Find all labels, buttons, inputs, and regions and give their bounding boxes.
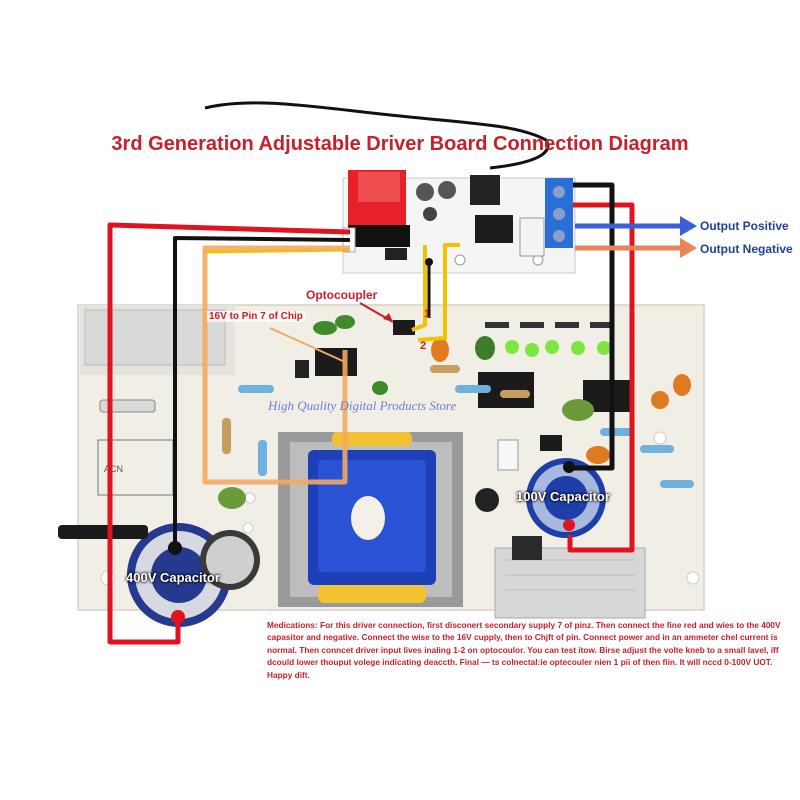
red-wire-400v [107, 222, 351, 645]
instruction-notes: Medications: For this driver connection,… [267, 620, 781, 680]
top-cable [204, 101, 550, 170]
output-negative-label: Output Negative [700, 242, 793, 256]
pin-2-label: 2 [420, 340, 427, 352]
orange-16v-wire [202, 245, 350, 485]
pin-1-label: 1 [424, 308, 431, 320]
watermark-text: High Quality Digital Products Store [268, 398, 457, 413]
diagram-title: 3rd Generation Adjustable Driver Board C… [111, 133, 689, 155]
wiring [107, 182, 635, 645]
capacitor-400v-label: 400V Capacitor [126, 570, 220, 585]
capacitor-100v-label: 100V Capacitor [516, 489, 610, 504]
driver-board [342, 170, 576, 274]
main-pcb: ACN [58, 304, 705, 627]
optocoupler-label: Optocoupler [306, 288, 378, 302]
yellow-opto-wire [411, 245, 427, 332]
black-wire-400v [173, 236, 351, 550]
svg-text:ACN: ACN [104, 464, 123, 474]
pin7-label: 16V to Pin 7 of Chip [207, 311, 305, 322]
output-positive-label: Output Positive [700, 219, 789, 233]
output-arrows [575, 216, 697, 258]
black-wire-100v [570, 182, 615, 471]
